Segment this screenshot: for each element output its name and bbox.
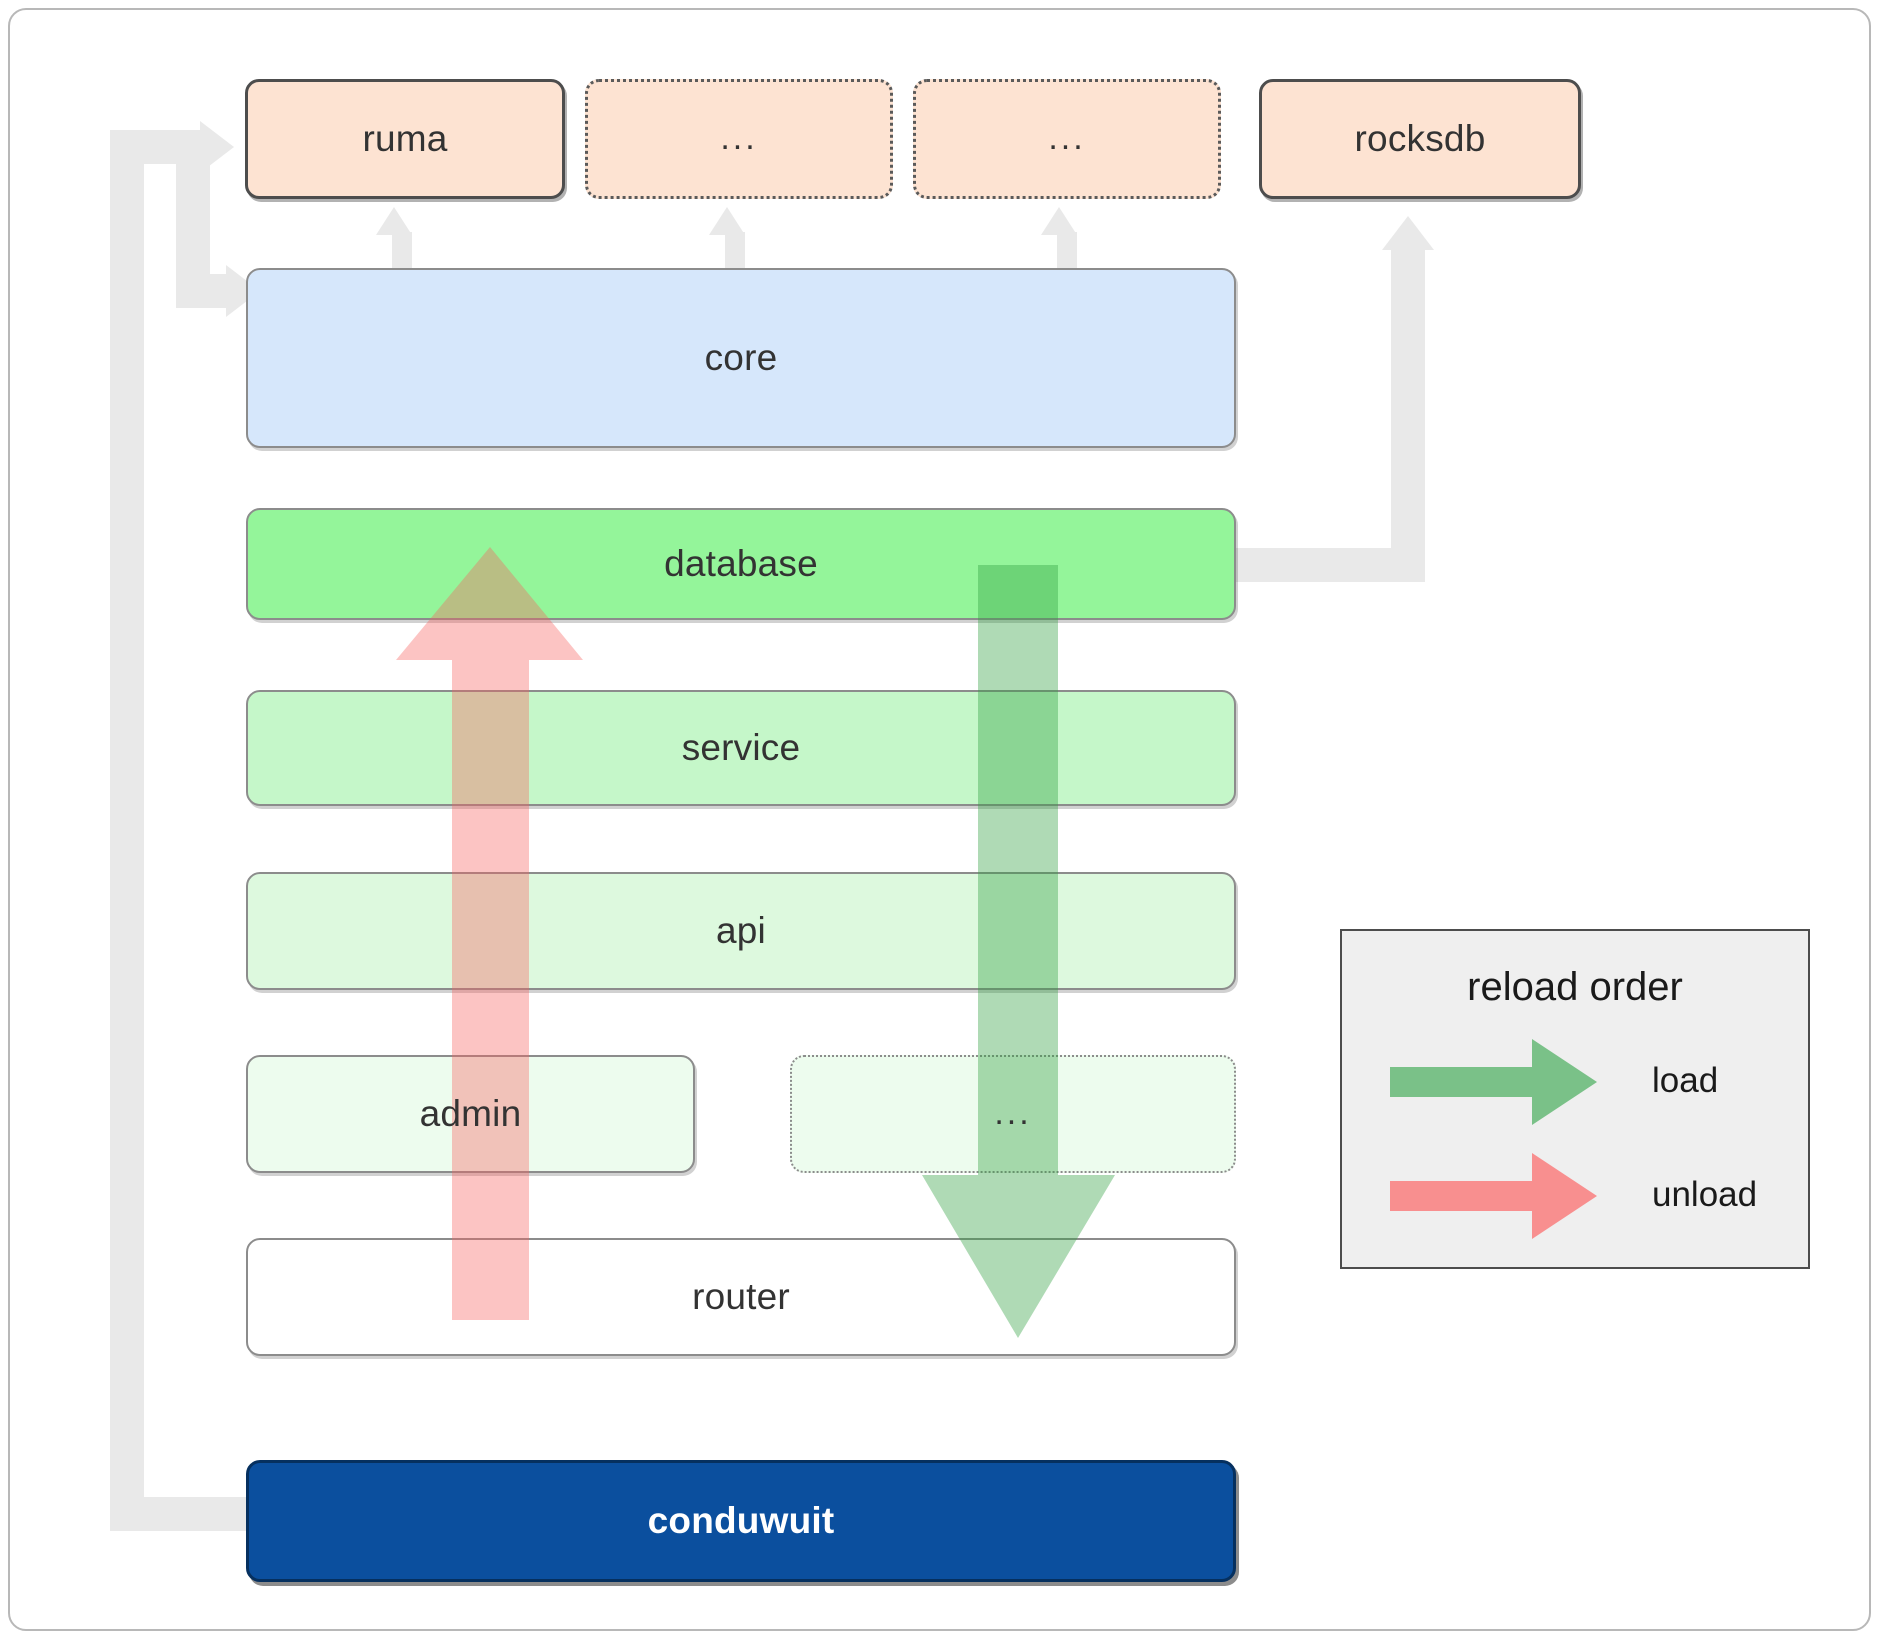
layer-admin[interactable]: admin <box>246 1055 695 1173</box>
layer-database-label: database <box>664 543 818 584</box>
crate-placeholder-2-label: ... <box>1048 119 1086 158</box>
crate-placeholder-1-label: ... <box>720 119 758 158</box>
layer-service-label: service <box>681 727 801 768</box>
crate-placeholder-1[interactable]: ... <box>585 79 893 199</box>
legend-unload-arrow-icon <box>1390 1153 1597 1239</box>
legend-load-arrow-icon <box>1390 1039 1597 1125</box>
layer-core[interactable]: core <box>246 268 1236 448</box>
crate-rocksdb[interactable]: rocksdb <box>1259 79 1581 199</box>
legend-label-unload: unload <box>1652 1175 1758 1214</box>
connector-core-to-dots2-shaft <box>1057 232 1077 274</box>
legend-label-load: load <box>1652 1061 1719 1100</box>
legend-panel: reload order load unload <box>1340 929 1810 1269</box>
connector-core-to-dots1-arrow <box>709 207 745 235</box>
connector-core-to-ruma-arrow <box>376 207 412 235</box>
layer-placeholder[interactable]: ... <box>790 1055 1236 1173</box>
connector-arrow-rocksdb <box>1382 216 1434 250</box>
connector-conduwuit-segment-vertical <box>110 130 144 1531</box>
layer-core-label: core <box>704 337 778 378</box>
legend-title: reload order <box>1467 965 1683 1009</box>
crate-ruma-label: ruma <box>362 118 448 159</box>
connector-database-rocksdb-vertical <box>1391 250 1425 582</box>
layer-api-label: api <box>716 910 766 951</box>
connector-core-to-dots2-arrow <box>1041 207 1077 235</box>
node-conduwuit[interactable]: conduwuit <box>246 1460 1236 1582</box>
crate-rocksdb-label: rocksdb <box>1354 118 1486 159</box>
node-conduwuit-label: conduwuit <box>647 1500 835 1541</box>
layer-api[interactable]: api <box>246 872 1236 990</box>
connector-core-to-ruma-shaft <box>392 232 412 274</box>
legend-arrow-graphics <box>1390 1039 1597 1239</box>
diagram-frame <box>8 8 1871 1631</box>
layer-placeholder-label: ... <box>994 1094 1032 1133</box>
connector-core-to-dots1-shaft <box>725 232 745 274</box>
layer-router-label: router <box>692 1276 790 1317</box>
layer-service[interactable]: service <box>246 690 1236 806</box>
layer-database[interactable]: database <box>246 508 1236 620</box>
layer-admin-label: admin <box>419 1093 522 1134</box>
crate-placeholder-2[interactable]: ... <box>913 79 1221 199</box>
layer-router[interactable]: router <box>246 1238 1236 1356</box>
crate-ruma[interactable]: ruma <box>245 79 565 199</box>
